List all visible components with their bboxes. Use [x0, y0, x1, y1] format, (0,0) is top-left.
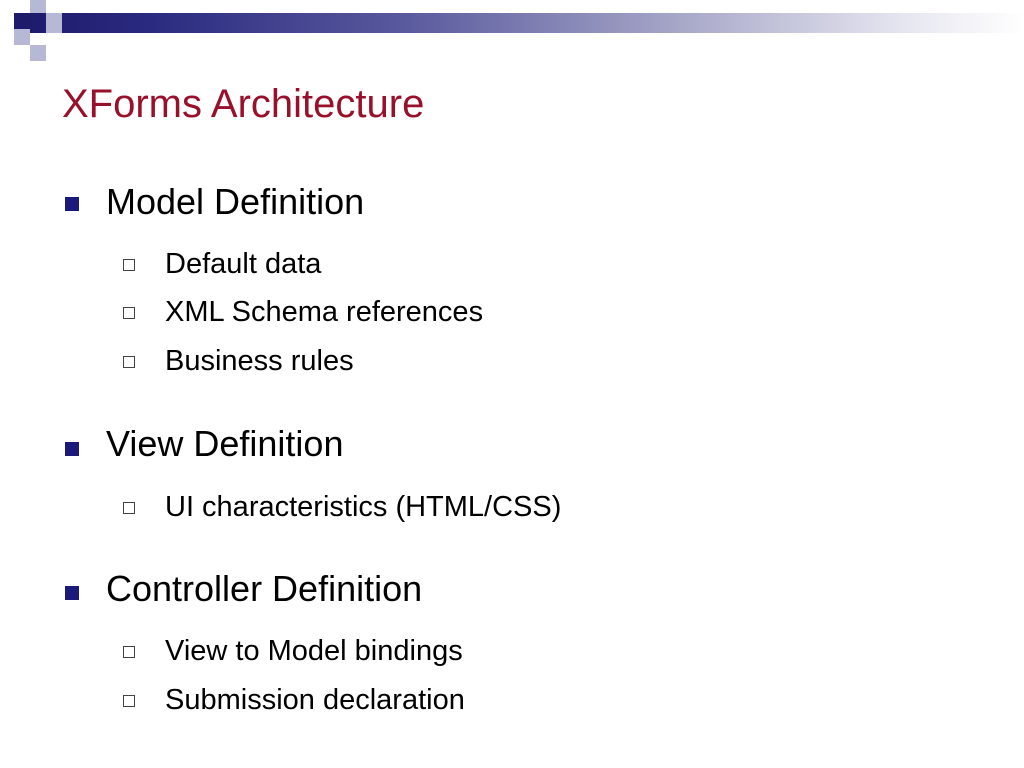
hollow-square-bullet-icon	[123, 259, 135, 271]
hollow-square-bullet-icon	[123, 646, 135, 658]
decor-square-light	[30, 0, 46, 13]
hollow-square-bullet-icon	[123, 356, 135, 368]
list-item: View to Model bindings	[165, 635, 463, 667]
list-item: Default data	[165, 248, 322, 280]
section-heading: Controller Definition	[106, 568, 423, 609]
decor-square-light	[46, 13, 62, 33]
bullet-square-icon	[65, 586, 79, 600]
bullet-square-icon	[65, 197, 79, 211]
hollow-square-bullet-icon	[123, 307, 135, 319]
slide-title: XForms Architecture	[62, 82, 425, 126]
list-item: XML Schema references	[165, 296, 484, 328]
section-heading: Model Definition	[106, 181, 365, 222]
list-item: UI characteristics (HTML/CSS)	[165, 491, 562, 523]
list-item: Submission declaration	[165, 684, 465, 716]
decor-square-light	[30, 45, 46, 61]
header-gradient-bar	[30, 13, 1024, 33]
decor-square-navy	[14, 13, 30, 29]
bullet-square-icon	[65, 442, 79, 456]
decor-square-light	[14, 29, 30, 45]
hollow-square-bullet-icon	[123, 502, 135, 514]
hollow-square-bullet-icon	[123, 695, 135, 707]
section-heading: View Definition	[106, 423, 344, 464]
list-item: Business rules	[165, 345, 354, 377]
